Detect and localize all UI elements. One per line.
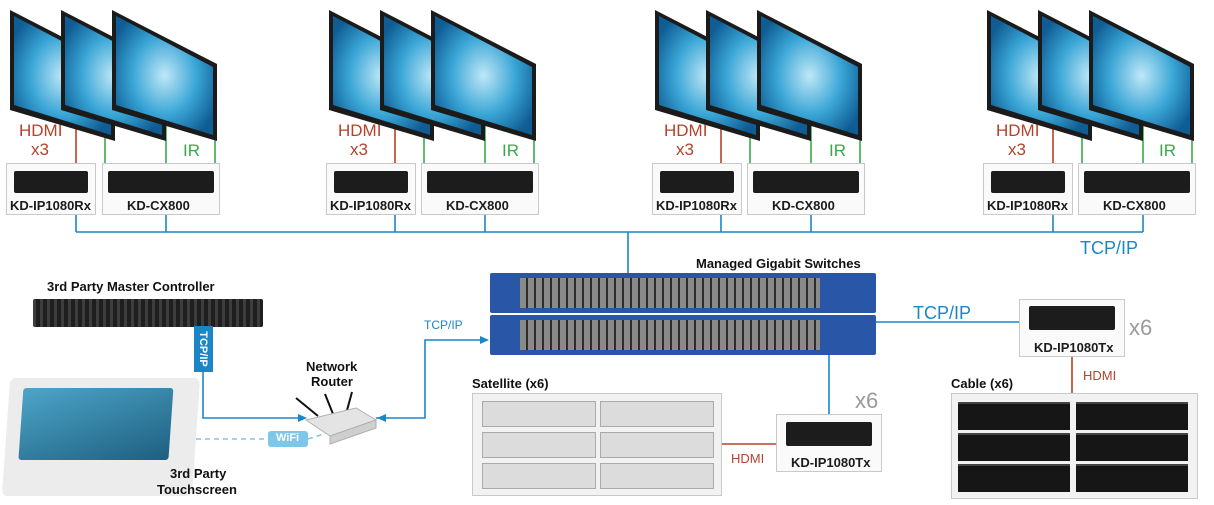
zone-2-ir-label: IR <box>502 141 519 160</box>
switch-1-port-panel <box>520 278 820 308</box>
zone-1-hdmi-label: HDMI <box>19 121 63 140</box>
zone-4-rx-label: KD-IP1080Rx <box>987 198 1068 213</box>
zone-1-cx-device <box>108 171 214 193</box>
touchscreen-display <box>18 388 174 460</box>
managed-switch-2 <box>490 315 876 355</box>
controller-label: 3rd Party Master Controller <box>47 279 215 294</box>
switch-2-port-panel <box>520 320 820 350</box>
satellite-receiver-4 <box>600 432 714 458</box>
zone-2-cx-label: KD-CX800 <box>446 198 509 213</box>
satellite-receiver-6 <box>600 463 714 489</box>
zone-3-rx-device <box>660 171 734 193</box>
satellite-label: Satellite (x6) <box>472 376 549 391</box>
cable-receiver-2 <box>1076 402 1188 430</box>
cable-receiver-4 <box>1076 433 1188 461</box>
zone-4-hdmi-label: HDMI <box>996 121 1040 140</box>
display-1-3-screen <box>116 16 213 135</box>
zone-2-hdmi-label: HDMI <box>338 121 382 140</box>
cable-receiver-5 <box>958 464 1070 492</box>
cable-tx-label: KD-IP1080Tx <box>1034 340 1114 355</box>
zone-3-cx-device <box>753 171 859 193</box>
cable-tx-device <box>1029 306 1115 330</box>
router-label-line2: Router <box>311 374 353 389</box>
switch-label: Managed Gigabit Switches <box>696 256 861 271</box>
cable-count: x6 <box>1129 315 1153 340</box>
router-label-line1: Network <box>306 359 358 374</box>
satellite-tx-label: KD-IP1080Tx <box>791 455 871 470</box>
zone-4-hdmi-count: x3 <box>1008 140 1026 159</box>
cable-receivers <box>958 402 1190 492</box>
zone-1-rx-label: KD-IP1080Rx <box>10 198 91 213</box>
display-2-3-screen <box>435 16 532 135</box>
zone-1-rx-device <box>14 171 88 193</box>
cable-hdmi-label: HDMI <box>1083 368 1117 383</box>
tcp-controller-badge: TCP/IP <box>194 326 213 372</box>
controller-to-router-line <box>202 372 300 419</box>
satellite-receiver-5 <box>482 463 596 489</box>
satellite-receivers <box>482 401 714 489</box>
zone-1-hdmi-count: x3 <box>31 140 49 159</box>
cable-receiver-6 <box>1076 464 1188 492</box>
wifi-label: WiFi <box>276 432 300 444</box>
touchscreen-label-line2: Touchscreen <box>157 482 237 497</box>
master-controller <box>33 299 263 327</box>
zone-4-ir-label: IR <box>1159 141 1176 160</box>
cable-receiver-1 <box>958 402 1070 430</box>
satellite-hdmi-label: HDMI <box>731 451 765 466</box>
zone-4-cx-device <box>1084 171 1190 193</box>
zone-2-hdmi-count: x3 <box>350 140 368 159</box>
display-3-3-screen <box>761 16 858 135</box>
satellite-receiver-2 <box>600 401 714 427</box>
zone-2-rx-label: KD-IP1080Rx <box>330 198 411 213</box>
router-to-switch-arrow <box>480 336 489 344</box>
satellite-receiver-3 <box>482 432 596 458</box>
cable-receiver-3 <box>958 433 1070 461</box>
wifi-badge: WiFi <box>268 431 308 447</box>
tcp-right-label: TCP/IP <box>913 303 972 323</box>
touchscreen-label-line1: 3rd Party <box>170 466 227 481</box>
zone-1-cx-label: KD-CX800 <box>127 198 190 213</box>
zone-2-rx-device <box>334 171 408 193</box>
tcp-controller-label: TCP/IP <box>197 331 209 367</box>
switch-to-router-arrow <box>377 414 386 422</box>
zone-2-cx-device <box>427 171 533 193</box>
display-4-3-screen <box>1093 16 1190 135</box>
zone-3-hdmi-label: HDMI <box>664 121 708 140</box>
satellite-count: x6 <box>855 388 879 413</box>
tcp-top-label: TCP/IP <box>1080 238 1139 258</box>
satellite-tx-device <box>786 422 872 446</box>
zone-4-cx-label: KD-CX800 <box>1103 198 1166 213</box>
zone-1-ir-label: IR <box>183 141 200 160</box>
cable-label: Cable (x6) <box>951 376 1014 391</box>
router-to-switch-line <box>376 339 480 419</box>
satellite-receiver-1 <box>482 401 596 427</box>
zone-3-cx-label: KD-CX800 <box>772 198 835 213</box>
tcp-router-label: TCP/IP <box>424 318 463 332</box>
zone-3-hdmi-count: x3 <box>676 140 694 159</box>
managed-switch-1 <box>490 273 876 313</box>
zone-3-ir-label: IR <box>829 141 846 160</box>
zone-4-rx-device <box>991 171 1065 193</box>
zone-3-rx-label: KD-IP1080Rx <box>656 198 737 213</box>
